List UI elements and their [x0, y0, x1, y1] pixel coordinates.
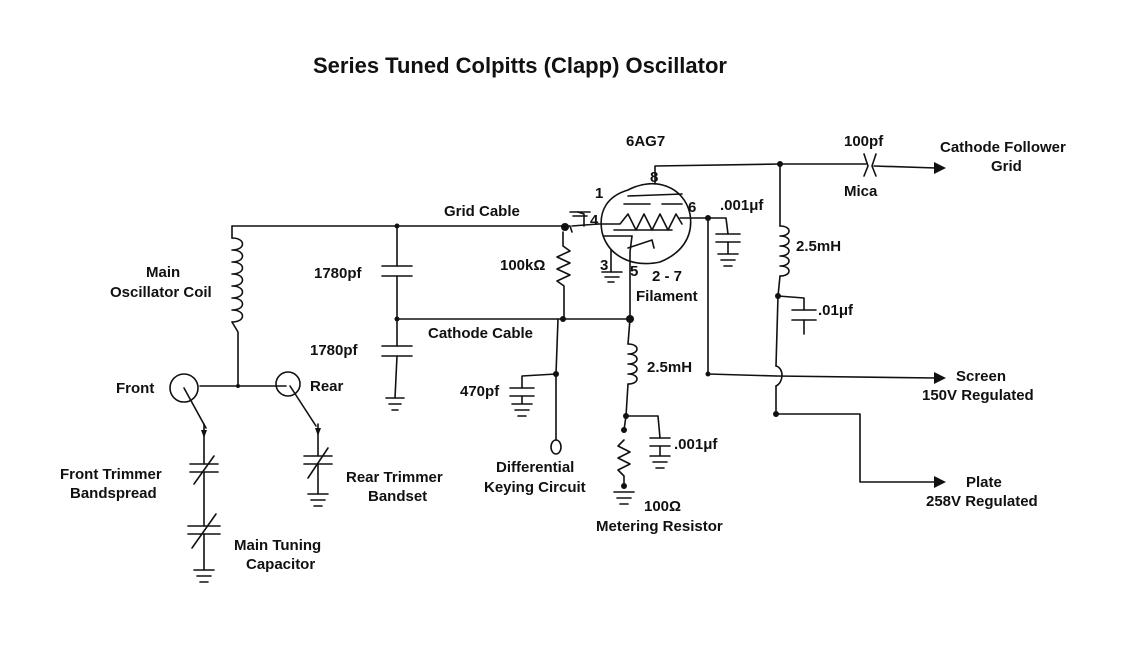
- filament-pins-label: 2 - 7: [652, 268, 682, 285]
- filament-label: Filament: [636, 288, 698, 305]
- rear-trimmer-label-1: Rear Trimmer: [346, 469, 443, 486]
- plate-label-1: Plate: [966, 474, 1002, 491]
- plate-label-2: 258V Regulated: [926, 493, 1038, 510]
- pin-4-label: 4: [590, 212, 599, 229]
- front-trimmer-label-1: Front Trimmer: [60, 466, 162, 483]
- cathode-follower-label-2: Grid: [991, 158, 1022, 175]
- grid-cable-label: Grid Cable: [444, 203, 520, 220]
- cathode-choke-label: 2.5mH: [647, 359, 692, 376]
- diff-keying-label-1: Differential: [496, 459, 574, 476]
- band-switch: [169, 371, 317, 429]
- screen-label-2: 150V Regulated: [922, 387, 1034, 404]
- rear-label: Rear: [310, 378, 344, 395]
- front-trimmer-label-2: Bandspread: [70, 485, 157, 502]
- plate-choke-label: 2.5mH: [796, 238, 841, 255]
- wires: [187, 153, 937, 583]
- rear-trimmer-label-2: Bandset: [368, 488, 427, 505]
- pin-1-label: 1: [595, 185, 603, 202]
- metering-resistor-label: Metering Resistor: [596, 518, 723, 535]
- main-coil-label-1: Main: [146, 264, 180, 281]
- junction-dots: [236, 161, 783, 489]
- pin-3-label: 3: [600, 257, 608, 274]
- cathode-cable-label: Cathode Cable: [428, 325, 533, 342]
- main-coil-label-2: Oscillator Coil: [110, 284, 212, 301]
- screen-label-1: Screen: [956, 368, 1006, 385]
- resistor-100k-label: 100kΩ: [500, 257, 545, 274]
- cap-470-label: 470pf: [460, 383, 500, 400]
- cap-01-label: .01μf: [818, 302, 854, 319]
- cap-001-screen-label: .001μf: [720, 197, 764, 214]
- diagram-title: Series Tuned Colpitts (Clapp) Oscillator: [313, 53, 727, 78]
- front-label: Front: [116, 380, 154, 397]
- pin-6-label: 6: [688, 199, 696, 216]
- tube-label: 6AG7: [626, 133, 665, 150]
- pin-8-label: 8: [650, 169, 658, 186]
- resistor-100-label: 100Ω: [644, 498, 681, 515]
- cap-001-cathode-label: .001μf: [674, 436, 718, 453]
- cap-1780-bottom-label: 1780pf: [310, 342, 359, 359]
- pin-5-label: 5: [630, 263, 638, 280]
- cap-1780-top-label: 1780pf: [314, 265, 363, 282]
- main-tuning-label-1: Main Tuning: [234, 537, 321, 554]
- labels: 6AG7 1 3 4 5 6 8 2 - 7 Filament Grid Cab…: [60, 133, 1066, 573]
- main-tuning-label-2: Capacitor: [246, 556, 315, 573]
- diff-keying-label-2: Keying Circuit: [484, 479, 586, 496]
- tube-6ag7: [597, 182, 692, 265]
- arrows: [201, 162, 946, 488]
- cap-100pf-label: 100pf: [844, 133, 884, 150]
- cathode-follower-label-1: Cathode Follower: [940, 139, 1066, 156]
- mica-label: Mica: [844, 183, 878, 200]
